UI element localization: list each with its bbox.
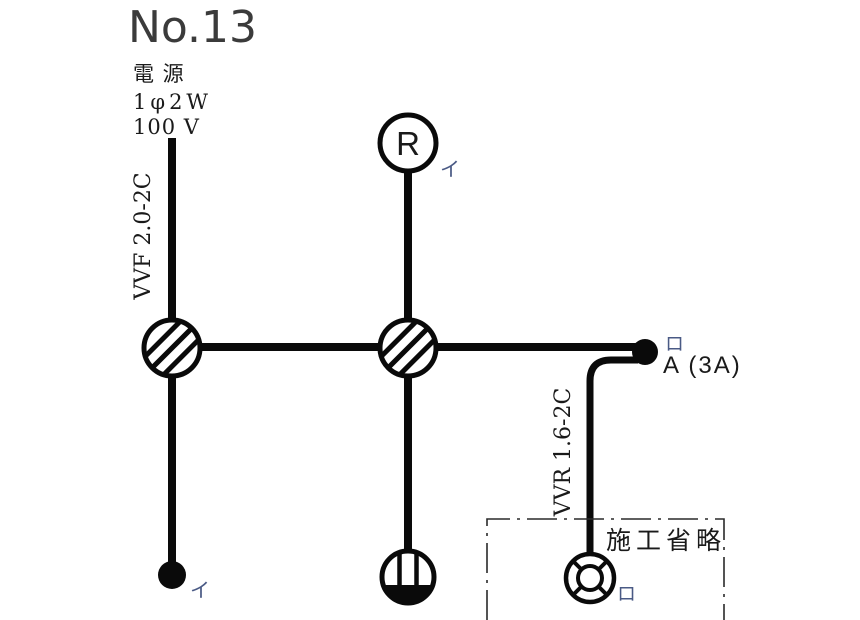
- omission-boundary-box: [486, 518, 725, 620]
- junction-box-icon-left: [141, 317, 203, 379]
- automatic-switch-circuit-label: ロ: [665, 333, 684, 355]
- branch-wire-to-outdoor-light: [586, 356, 638, 555]
- lamp-receptacle-circuit-label: イ: [440, 157, 460, 181]
- omission-box-label: 施工省略: [606, 526, 726, 555]
- automatic-switch-icon: [632, 339, 658, 365]
- power-source-name: 電 源: [133, 62, 185, 86]
- junction-box-icon-middle: [377, 317, 439, 379]
- lamp-receptacle-icon: R: [377, 112, 439, 174]
- power-source-label: 電 源 1φ2W 100 V: [133, 62, 212, 139]
- page-title: No.13: [128, 2, 257, 53]
- power-source-phase: 1φ2W: [133, 90, 212, 114]
- power-source-voltage: 100 V: [133, 115, 200, 139]
- single-pole-switch-icon: [158, 561, 186, 589]
- outdoor-light-icon: [563, 551, 617, 605]
- automatic-switch-rating-label: A (3A): [663, 352, 742, 379]
- lamp-receptacle-letter: R: [396, 125, 420, 162]
- feeder-cable-label: VVF 2.0-2C: [131, 172, 156, 300]
- wall-outlet-icon: [379, 548, 437, 606]
- single-pole-switch-circuit-label: イ: [190, 578, 210, 602]
- outdoor-light-circuit-label: ロ: [617, 583, 636, 605]
- branch-cable-label: VVR 1.6-2C: [551, 388, 576, 518]
